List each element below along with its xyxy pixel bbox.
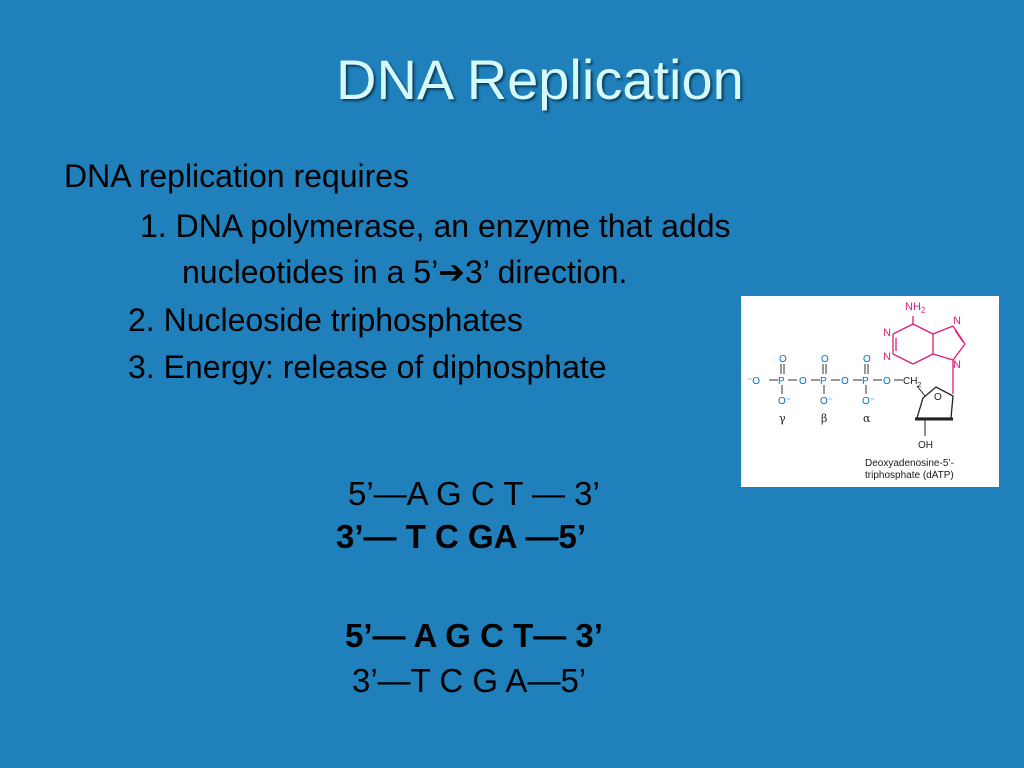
hydroxyl-label: OH: [918, 440, 933, 451]
molecule-caption-line-2: triphosphate (dATP): [865, 470, 954, 481]
direction-start: nucleotides in a 5’: [182, 254, 439, 290]
list-item-1-line-2: nucleotides in a 5’➔3’ direction.: [182, 256, 627, 288]
adenine-ring: [892, 316, 966, 365]
oxide-2: O⁻: [820, 396, 833, 407]
beta-label: β: [821, 412, 827, 425]
ring-n7: N: [953, 315, 961, 327]
oxide-3: O⁻: [862, 396, 875, 407]
right-arrow-icon: ➔: [438, 254, 465, 290]
phosphate-bonds: [769, 364, 903, 394]
slide-title: DNA Replication: [336, 48, 744, 111]
deoxyribose-ring: [915, 385, 954, 436]
intro-text: DNA replication requires: [64, 158, 410, 194]
molecule-caption-line-1: Deoxyadenosine-5’-: [865, 458, 954, 469]
gamma-label: γ: [779, 412, 786, 425]
double-oxygen-1: O: [779, 354, 787, 365]
phosphorus-gamma: P: [778, 376, 785, 387]
datp-molecule-image: NH2 N N N N: [741, 296, 999, 487]
ring-n9: N: [953, 359, 961, 371]
double-oxygen-3: O: [863, 354, 871, 365]
phosphorus-alpha: P: [862, 376, 869, 387]
phosphorus-beta: P: [820, 376, 827, 387]
bridge-oxygen-2: O: [841, 376, 849, 387]
strand-pair-2-top: 5’— A G C T— 3’: [345, 617, 603, 654]
oxide-1: O⁻: [778, 396, 791, 407]
ring-n3: N: [883, 351, 891, 363]
alpha-label: α: [863, 412, 871, 425]
direction-end: 3’ direction.: [464, 254, 628, 290]
list-item-1-line-1: 1. DNA polymerase, an enzyme that adds: [140, 208, 731, 244]
strand-pair-1-top: 5’—A G C T — 3’: [348, 475, 600, 512]
terminal-oxygen: ⁻O: [747, 376, 760, 387]
strand-pair-2-bottom: 3’—T C G A—5’: [352, 662, 587, 699]
list-item-2: 2. Nucleoside triphosphates: [128, 302, 523, 338]
bridge-oxygen-3: O: [883, 376, 891, 387]
ring-n1: N: [883, 327, 891, 339]
double-oxygen-2: O: [821, 354, 829, 365]
datp-structure-diagram: NH2 N N N N: [747, 301, 966, 481]
ring-oxygen: O: [934, 392, 942, 403]
amine-label: NH2: [905, 301, 926, 315]
strand-pair-1-bottom: 3’— T C GA —5’: [336, 518, 586, 555]
list-item-3: 3. Energy: release of diphosphate: [128, 349, 607, 385]
bridge-oxygen-1: O: [799, 376, 807, 387]
methylene-label: CH2: [903, 376, 921, 389]
